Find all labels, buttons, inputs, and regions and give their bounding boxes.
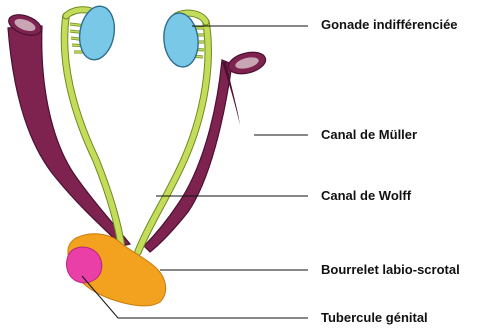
label-gonad: Gonade indifférenciée [321,17,458,33]
label-tubercle: Tubercule génital [321,310,428,326]
label-muller: Canal de Müller [321,127,417,143]
label-labioscrotal: Bourrelet labio-scrotal [321,262,460,278]
right-gonad [161,11,200,68]
label-wolff: Canal de Wolff [321,188,411,204]
genital-tubercle [67,247,102,283]
